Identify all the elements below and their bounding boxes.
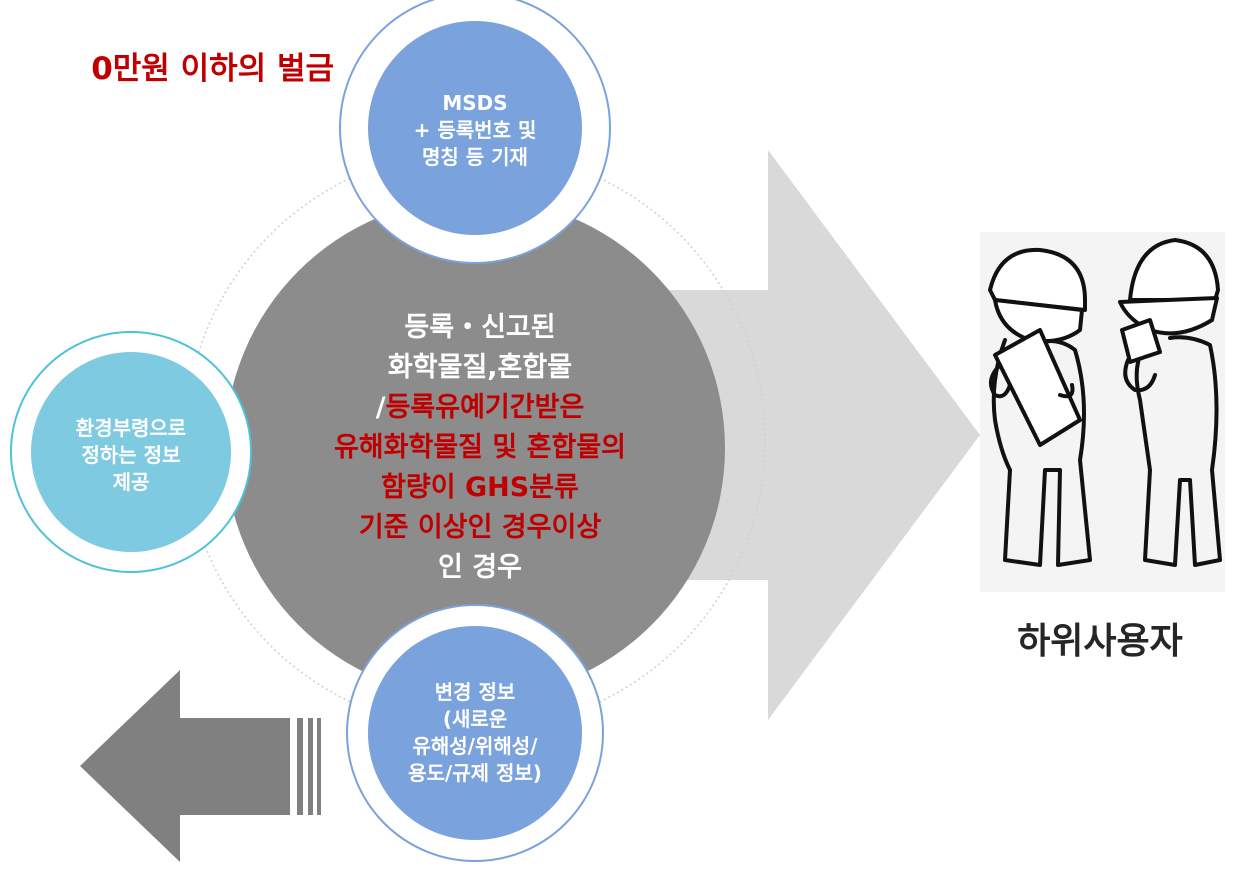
left-circle <box>31 352 231 552</box>
left-circle-line2: 정하는 정보 <box>81 442 181 467</box>
left-circle-line1: 환경부령으로 <box>75 415 187 440</box>
penalty-text-label: 0만원 이하의 벌금 <box>91 51 334 87</box>
top-circle <box>368 21 582 235</box>
center-line6: 기준 이상인 경우이상 <box>358 512 602 543</box>
bottom-circle-line3: 유해성/위해성/ <box>412 734 538 758</box>
top-circle-line3: 명칭 등 기재 <box>422 144 528 169</box>
center-line5: 함량이 GHS분류 <box>381 472 579 503</box>
arrow-left-striped-icon <box>80 670 321 862</box>
top-circle-text: MSDS + 등록번호 및 명칭 등 기재 <box>385 80 565 180</box>
bottom-circle-line4: 용도/규제 정보) <box>408 761 542 785</box>
center-line3: /등록유예기간받은 <box>376 388 585 428</box>
penalty-text: 0만원 이하의 벌금 <box>0 44 340 94</box>
left-circle-line3: 제공 <box>112 469 150 494</box>
bottom-circle-line1: 변경 정보 <box>434 680 516 704</box>
workers-illustration-icon <box>980 232 1225 592</box>
top-circle-line2: + 등록번호 및 <box>413 117 537 142</box>
center-circle <box>225 198 725 698</box>
center-line2: 화학물질,혼합물 <box>387 352 573 383</box>
center-line7: 인 경우 <box>438 552 522 583</box>
center-circle-text: 등록・신고된 화학물질,혼합물 /등록유예기간받은 유해화학물질 및 혼합물의 … <box>250 298 710 598</box>
left-circle-text: 환경부령으로 정하는 정보 제공 <box>41 410 221 500</box>
bottom-circle <box>368 626 582 840</box>
bottom-circle-line2: (새로운 <box>442 707 508 731</box>
center-line1: 등록・신고된 <box>404 312 556 343</box>
bottom-circle-text: 변경 정보 (새로운 유해성/위해성/ 용도/규제 정보) <box>370 673 580 793</box>
center-line3-red: 등록유예기간받은 <box>385 392 585 423</box>
top-circle-line1: MSDS <box>442 90 508 115</box>
center-line3-slash: / <box>375 392 386 423</box>
downstream-user-label: 하위사용자 <box>1017 621 1183 662</box>
center-line4: 유해화학물질 및 혼합물의 <box>333 432 627 463</box>
